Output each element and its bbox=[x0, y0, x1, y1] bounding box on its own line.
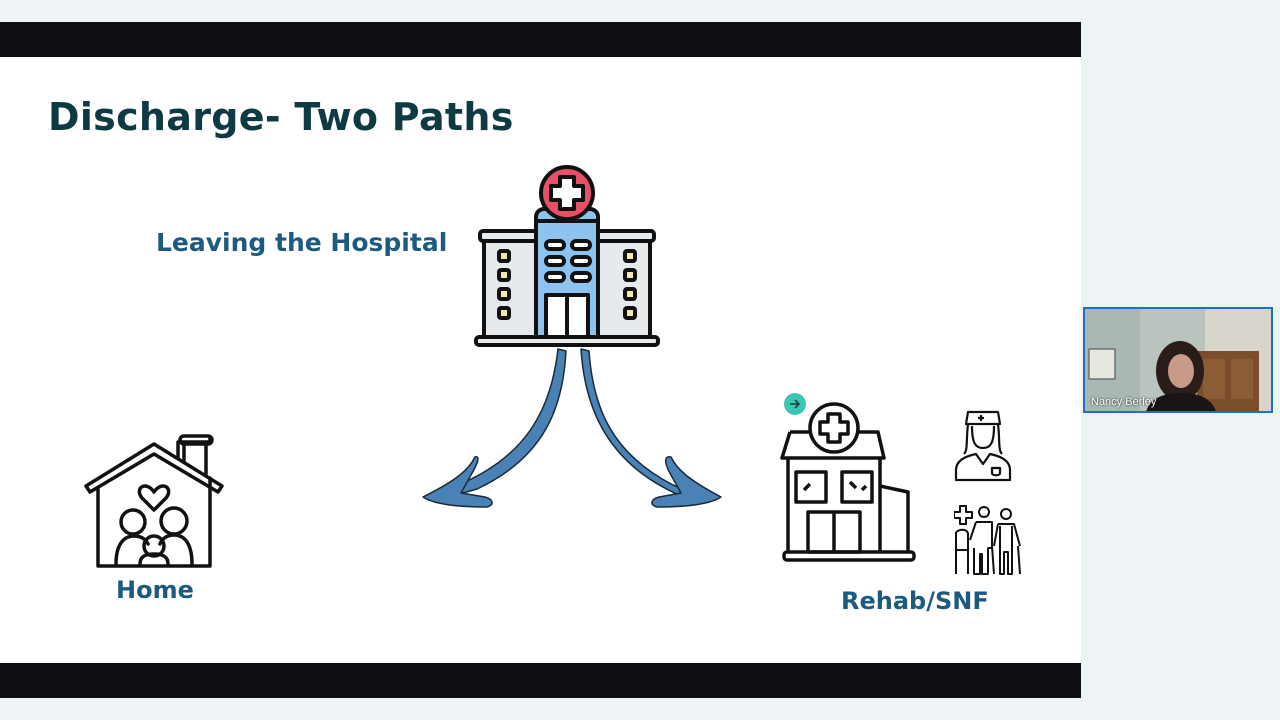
hospital-building-icon bbox=[474, 165, 660, 347]
leaving-hospital-label: Leaving the Hospital bbox=[156, 228, 448, 257]
video-feed bbox=[1085, 309, 1271, 411]
shared-screen: Discharge- Two Paths Leaving the Hospita… bbox=[0, 22, 1081, 698]
presentation-slide: Discharge- Two Paths Leaving the Hospita… bbox=[0, 57, 1081, 663]
letterbox-top bbox=[0, 22, 1081, 57]
arrow-right-icon bbox=[790, 399, 801, 409]
participant-name-label: Nancy Berley bbox=[1091, 396, 1157, 408]
nurse-icon bbox=[954, 410, 1012, 482]
rehab-snf-label: Rehab/SNF bbox=[841, 587, 989, 615]
split-arrows-icon bbox=[422, 348, 722, 508]
slide-title: Discharge- Two Paths bbox=[48, 95, 514, 139]
rehab-facility-icon bbox=[780, 402, 916, 562]
participant-video-tile[interactable]: Nancy Berley bbox=[1083, 307, 1273, 413]
presenter-cursor-icon bbox=[784, 393, 806, 415]
home-label: Home bbox=[116, 576, 194, 604]
letterbox-bottom bbox=[0, 663, 1081, 698]
patient-walker-icon bbox=[954, 505, 1021, 575]
family-home-icon bbox=[84, 434, 224, 568]
